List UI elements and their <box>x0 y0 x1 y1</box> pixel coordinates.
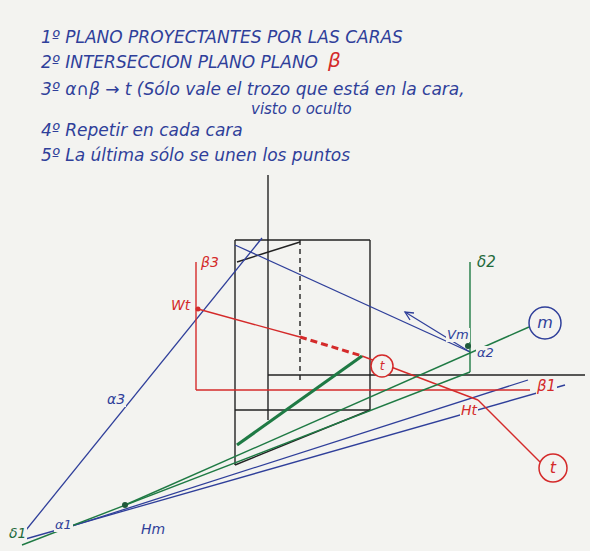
trace-label: δ2 <box>476 254 497 271</box>
plane-symbol: β <box>327 49 342 71</box>
circled-label: t <box>370 354 394 378</box>
note-step: 2º INTERSECCION PLANO PLANO <box>40 53 319 72</box>
note-step: 4º Repetir en cada cara <box>40 121 244 140</box>
circled-label: m <box>528 306 562 340</box>
circle-text: t <box>380 360 385 372</box>
point-label: Vm <box>446 328 470 342</box>
note-step: 3º α∩β → t (Sólo vale el trozo que está … <box>40 80 466 99</box>
circled-label: t <box>538 453 568 483</box>
circle-text: t <box>550 460 556 476</box>
point-label: Ht <box>460 403 478 418</box>
trace-label: α3 <box>106 392 126 407</box>
point-label: Hm <box>140 522 166 537</box>
circle-text: m <box>537 315 553 331</box>
trace-label: α1 <box>54 518 73 532</box>
point-label: Wt <box>170 298 191 313</box>
trace-label: β1 <box>536 378 557 395</box>
trace-label: α2 <box>476 346 495 360</box>
note-step: 5º La última sólo se unen los puntos <box>40 146 351 165</box>
note-step: visto o oculto <box>250 101 353 118</box>
trace-label: δ1 <box>8 526 27 541</box>
trace-label: β3 <box>200 255 220 270</box>
note-step: 1º PLANO PROYECTANTES POR LAS CARAS <box>40 28 404 47</box>
